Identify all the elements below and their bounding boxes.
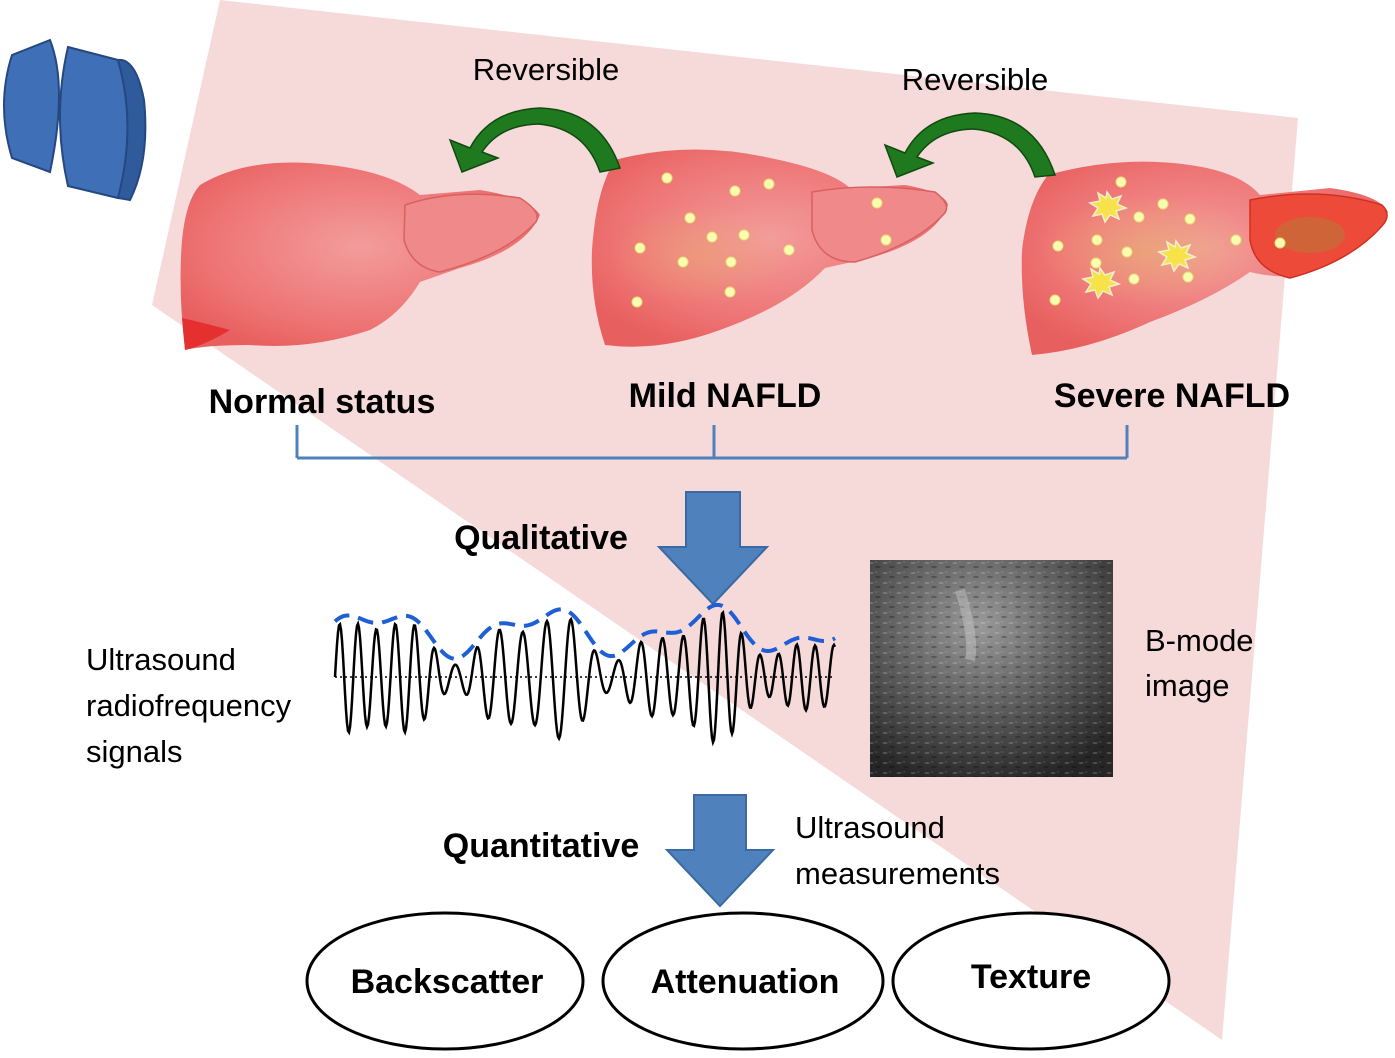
stage-label-mild: Mild NAFLD bbox=[629, 377, 822, 415]
measurement-label: Backscatter bbox=[351, 963, 544, 1001]
bmode-image bbox=[870, 560, 1113, 777]
normal-liver bbox=[180, 162, 540, 350]
measurements-label: Ultrasound measurements bbox=[795, 810, 1000, 891]
rf-signal-label: Ultrasound radiofrequency signals bbox=[86, 642, 300, 769]
severe-liver bbox=[1021, 161, 1388, 355]
fat-droplets-mild bbox=[631, 172, 892, 308]
rf-signal-waveform bbox=[333, 610, 837, 747]
measurement-label: Attenuation bbox=[651, 963, 840, 1001]
reversible-label-right: Reversible bbox=[902, 62, 1048, 97]
stage-bracket bbox=[295, 425, 1129, 460]
reversible-arrow-icon bbox=[448, 107, 621, 173]
bmode-label: B-mode image bbox=[1145, 623, 1262, 703]
stage-label-normal: Normal status bbox=[209, 383, 436, 421]
rf-signal-plot bbox=[333, 602, 837, 747]
measurement-label: Texture bbox=[971, 958, 1091, 996]
rf-signal-envelope bbox=[333, 602, 837, 661]
quantitative-label: Quantitative bbox=[443, 827, 639, 865]
reversible-label-left: Reversible bbox=[473, 52, 619, 87]
measurement-backscatter: Backscatter bbox=[305, 911, 585, 1051]
transducer-icon bbox=[3, 38, 147, 202]
inflammation-stars bbox=[1081, 190, 1198, 300]
down-arrow-icon bbox=[664, 794, 776, 908]
stage-label-severe: Severe NAFLD bbox=[1054, 377, 1290, 415]
measurement-texture: Texture bbox=[891, 911, 1171, 1051]
qualitative-label: Qualitative bbox=[454, 519, 628, 557]
reversible-arrow-icon bbox=[883, 112, 1057, 178]
mild-liver bbox=[591, 149, 948, 347]
measurement-attenuation: Attenuation bbox=[601, 911, 885, 1051]
down-arrow-icon bbox=[656, 491, 770, 606]
fat-droplets-severe bbox=[1049, 176, 1286, 306]
